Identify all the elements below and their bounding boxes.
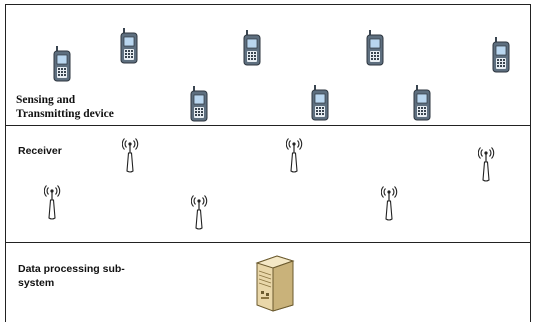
mobile-phone-icon	[492, 37, 512, 75]
antenna-tower-icon	[478, 146, 496, 196]
processing-section-label: Data processing sub- system	[18, 262, 125, 290]
antenna-tower-icon	[122, 137, 140, 187]
mobile-phone-icon	[366, 30, 386, 68]
sensing-label-line1: Sensing and	[16, 93, 114, 107]
mobile-phone-icon	[243, 30, 263, 68]
server-cabinet-icon	[253, 253, 297, 313]
mobile-phone-icon	[120, 28, 140, 66]
mobile-phone-icon	[413, 85, 433, 123]
antenna-tower-icon	[381, 185, 399, 235]
antenna-tower-icon	[44, 184, 62, 234]
sensing-label-line2: Transmitting device	[16, 107, 114, 121]
mobile-phone-icon	[190, 86, 210, 124]
sensing-section-label: Sensing and Transmitting device	[16, 93, 114, 121]
antenna-tower-icon	[286, 137, 304, 187]
processing-label-line1: Data processing sub-	[18, 262, 125, 276]
processing-label-line2: system	[18, 276, 125, 290]
receiver-section	[5, 125, 531, 243]
receiver-section-label: Receiver	[18, 144, 62, 158]
mobile-phone-icon	[53, 46, 73, 84]
mobile-phone-icon	[311, 85, 331, 123]
antenna-tower-icon	[191, 194, 209, 244]
